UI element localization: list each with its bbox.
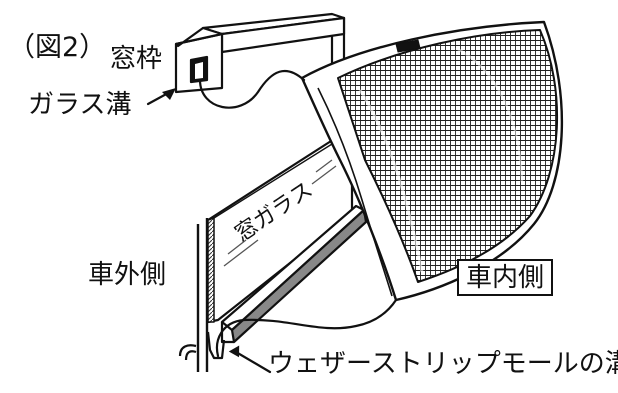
arrow-head-icon: [228, 345, 240, 358]
figure-number: （図2）: [8, 32, 107, 63]
glass-groove-label: ガラス溝: [28, 90, 132, 120]
mesh-shade: [300, 20, 563, 302]
callout-lines: [146, 70, 398, 374]
window-frame: [174, 12, 346, 94]
weather-strip-rail: [220, 204, 368, 344]
arrow-head-icon: [162, 88, 176, 100]
vehicle-inside-label: 車内側: [457, 259, 554, 296]
door-profile: [178, 331, 226, 361]
window-frame-label: 窓枠: [110, 44, 163, 74]
weather-strip-groove-label: ウェザーストリップモールの溝: [268, 349, 618, 379]
vehicle-outside-label: 車外側: [88, 260, 167, 290]
